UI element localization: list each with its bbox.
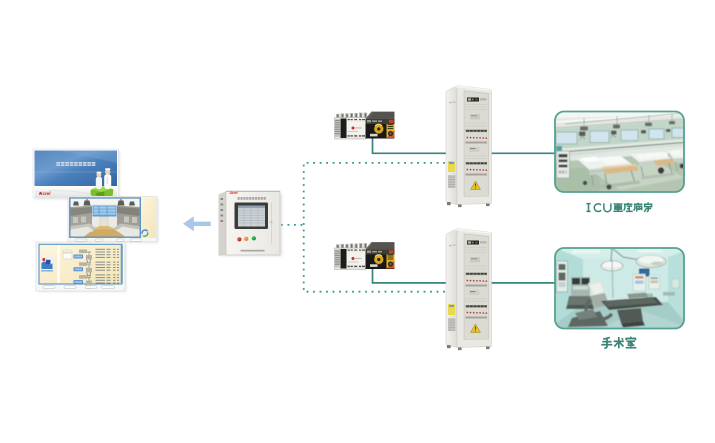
svg-text:Acrel: Acrel	[38, 191, 51, 196]
svg-text:Acrel: Acrel	[229, 191, 238, 195]
